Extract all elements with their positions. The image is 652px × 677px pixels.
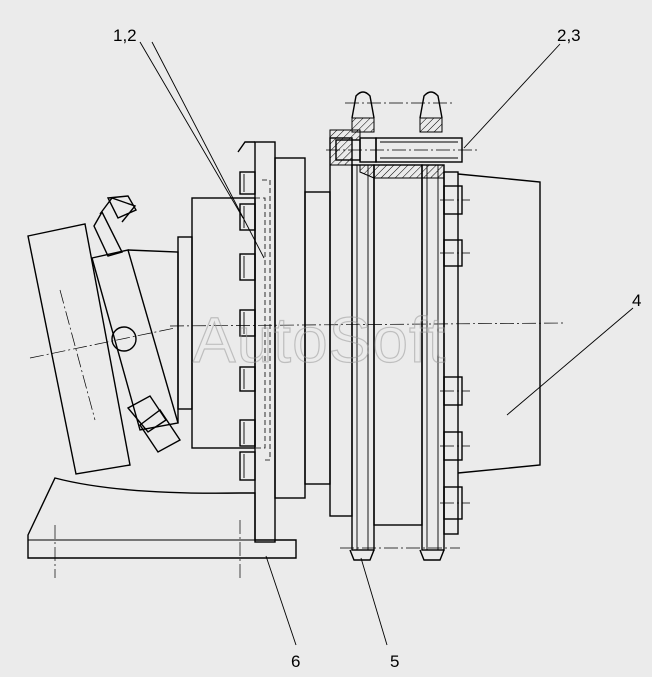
hub-section [326,117,478,179]
watermark: AutoSoft [193,304,447,376]
callout-label: 4 [632,291,641,310]
callout-label: 6 [291,652,300,671]
housing [440,173,541,520]
callout-label: 1,2 [113,26,137,45]
callout-label: 5 [390,652,399,671]
flange-bolts [239,171,256,481]
leader-lines [139,41,634,646]
base-bracket [27,477,297,578]
hydraulic-motor [27,195,182,475]
callout-label: 2,3 [557,26,581,45]
